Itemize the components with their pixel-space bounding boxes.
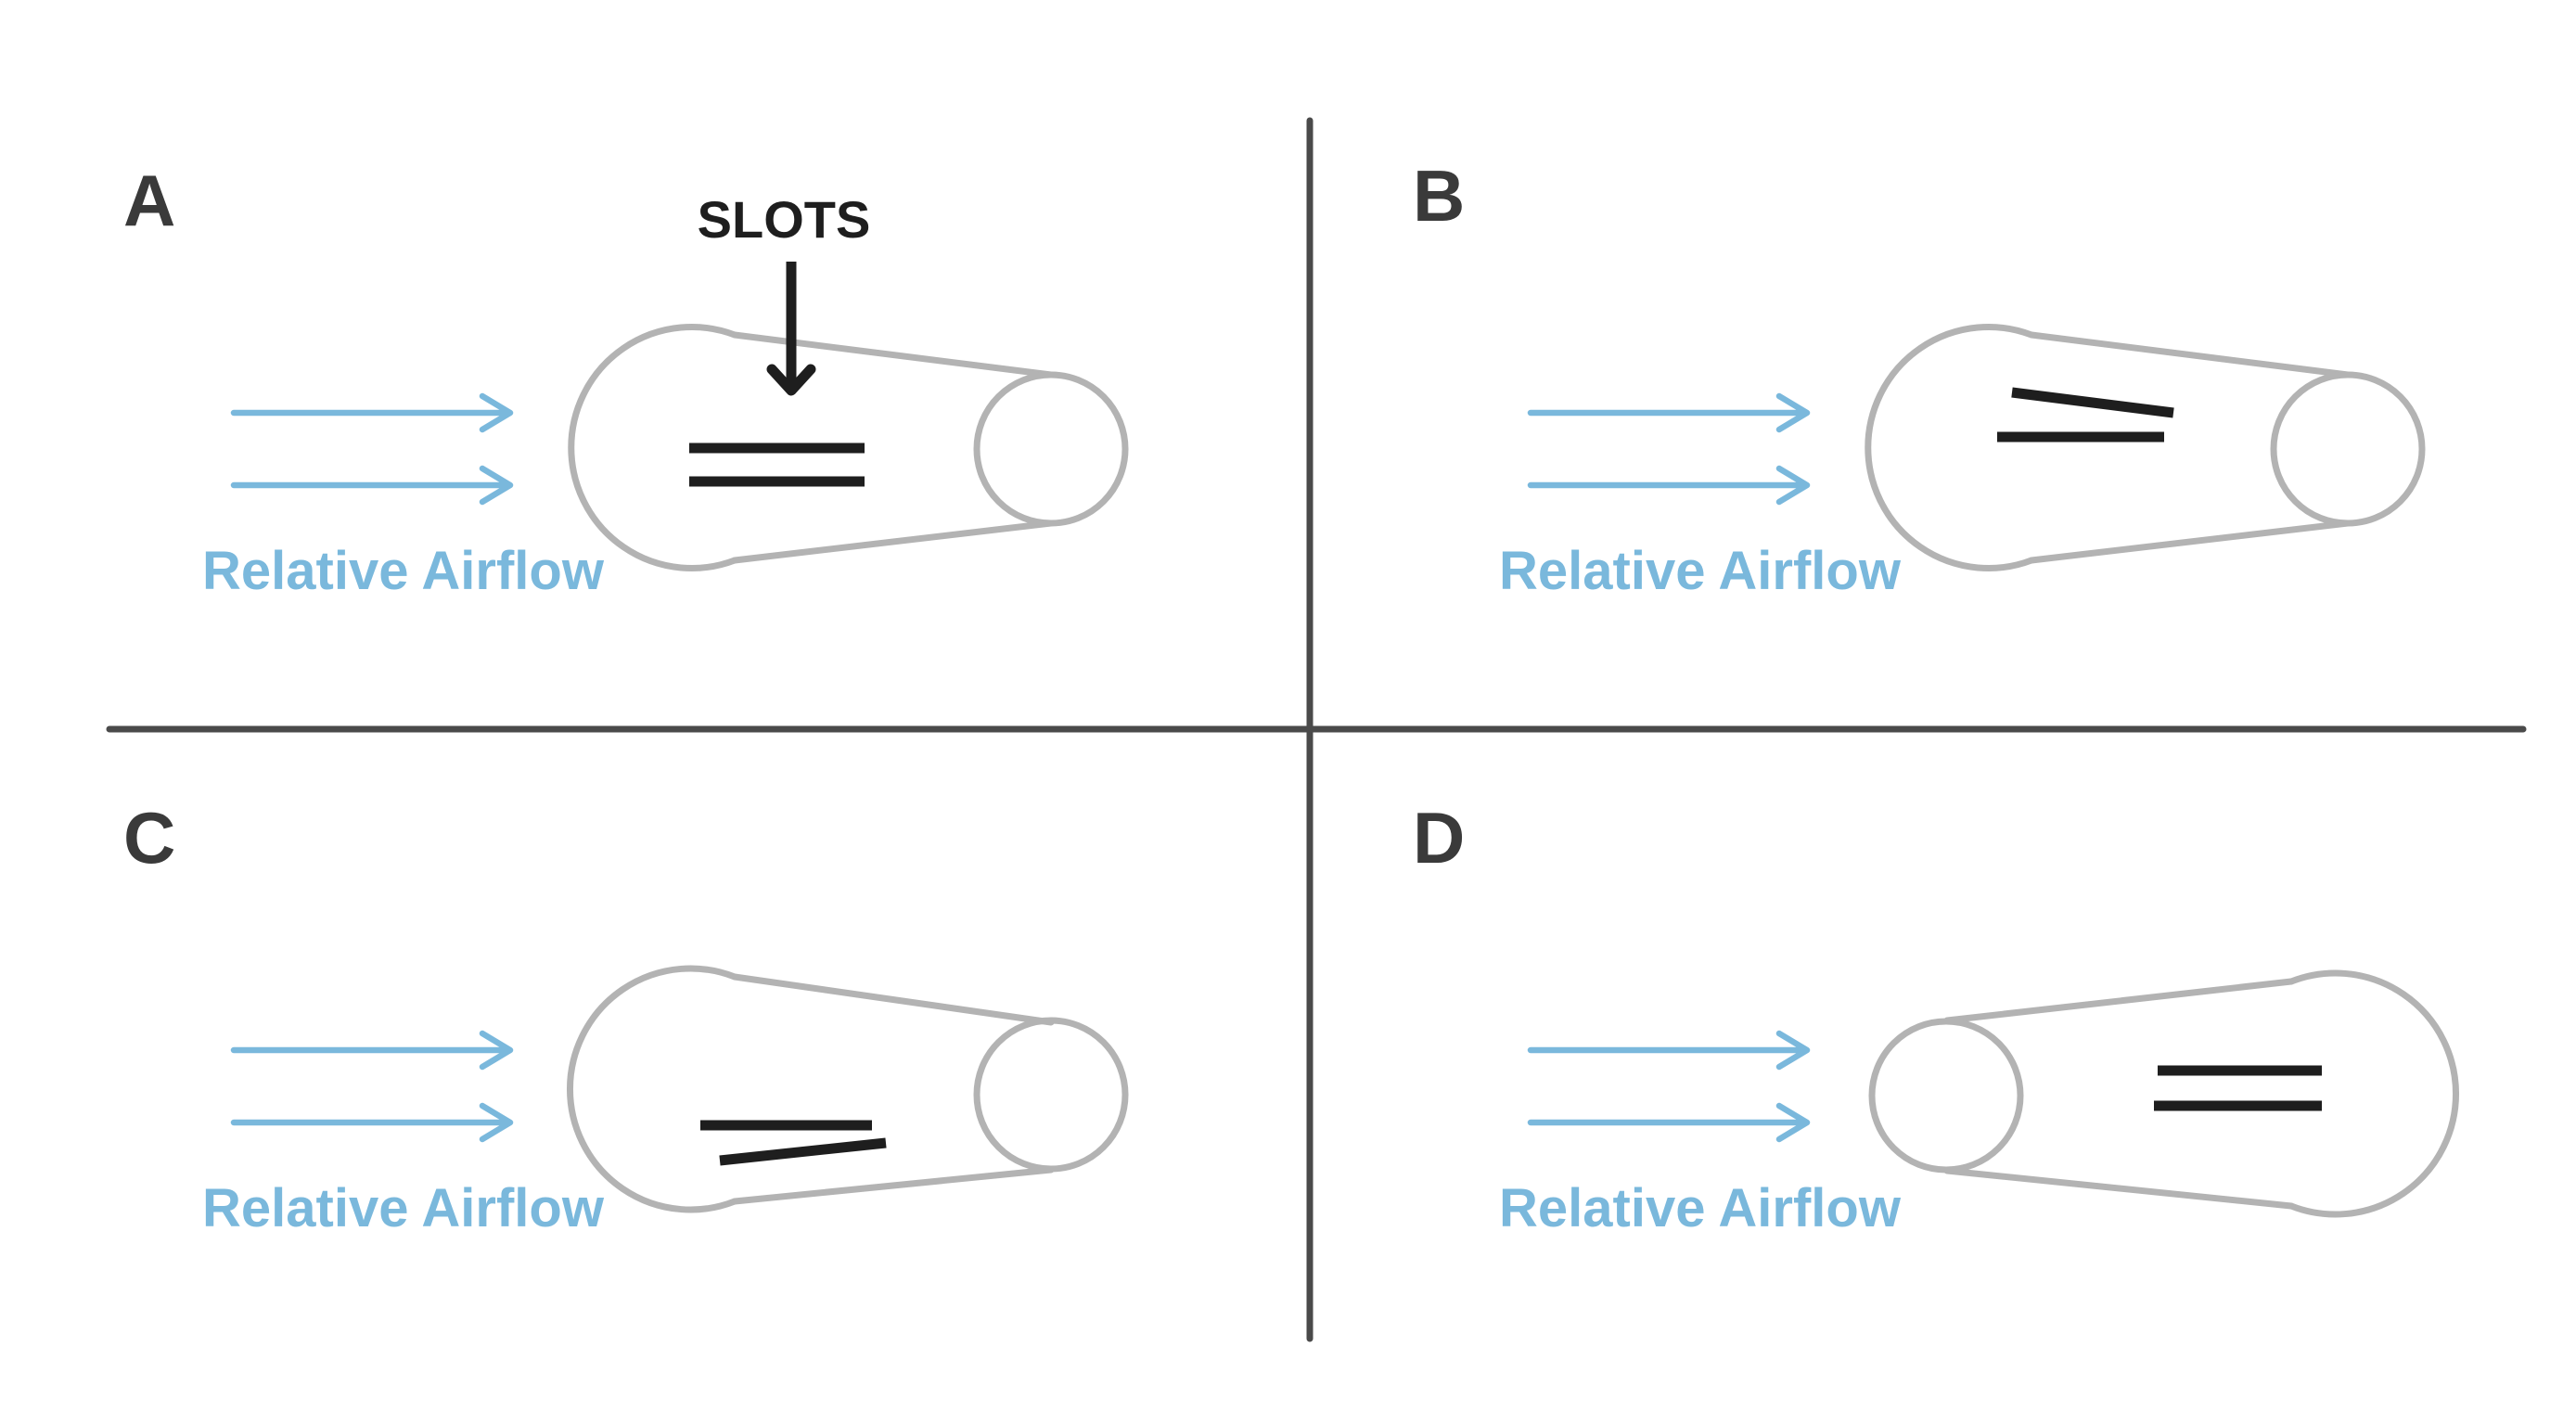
airflow-arrows (230, 1030, 514, 1143)
lower-edge (731, 1166, 1055, 1205)
upper-edge (2028, 331, 2352, 378)
airflow-arrow-lower (1527, 1102, 1811, 1143)
slots-callout-label: SLOTS (698, 190, 871, 249)
large-circle (1865, 324, 2035, 571)
small-circle (973, 1017, 1129, 1173)
lower-edge (731, 520, 1055, 564)
small-circle (2270, 371, 2426, 527)
component-outline (566, 965, 1129, 1213)
upper-edge (1943, 978, 2295, 1024)
component-outline (1868, 969, 2460, 1218)
airflow-arrow-upper (230, 392, 514, 433)
airflow-arrows (1527, 1030, 1811, 1143)
airflow-arrows (230, 392, 514, 506)
slots (2154, 1065, 2322, 1111)
panel-b: B Relative Airflow (1413, 155, 2426, 601)
lower-edge (2028, 520, 2352, 564)
panel-d: D Relative Airflow (1413, 797, 2460, 1238)
small-circle (973, 371, 1129, 527)
airflow-label: Relative Airflow (1499, 541, 1902, 601)
airflow-label: Relative Airflow (202, 541, 605, 601)
lower-edge (1943, 1167, 2295, 1210)
panel-letter: C (123, 797, 175, 879)
airflow-arrow-lower (230, 1102, 514, 1143)
large-circle (566, 965, 738, 1213)
upper-edge (731, 331, 1055, 378)
airflow-label: Relative Airflow (1499, 1178, 1902, 1238)
upper-edge (731, 973, 1055, 1026)
callout-arrow-head (766, 364, 816, 396)
component-outline (1865, 324, 2426, 571)
airflow-label: Relative Airflow (202, 1178, 605, 1238)
airflow-arrow-upper (1527, 392, 1811, 433)
airflow-arrow-upper (1527, 1030, 1811, 1071)
slots (1997, 387, 2174, 443)
slots (700, 1120, 887, 1166)
panel-c: C Relative Airflow (123, 797, 1129, 1238)
panel-a: A Relative Airflow (123, 160, 1129, 601)
airflow-arrow-upper (230, 1030, 514, 1071)
panel-letter: D (1413, 797, 1465, 879)
large-circle (568, 324, 738, 571)
slots (689, 443, 865, 487)
panel-letter: A (123, 160, 175, 241)
airflow-arrow-lower (230, 465, 514, 506)
slot-upper-tilted (2011, 387, 2174, 418)
airflow-arrow-lower (1527, 465, 1811, 506)
slots-callout: SLOTS (698, 190, 871, 396)
slot-lower-tilted (719, 1137, 887, 1166)
airflow-arrows (1527, 392, 1811, 506)
large-circle (2288, 969, 2460, 1218)
panel-letter: B (1413, 155, 1465, 237)
small-circle (1868, 1018, 2024, 1174)
